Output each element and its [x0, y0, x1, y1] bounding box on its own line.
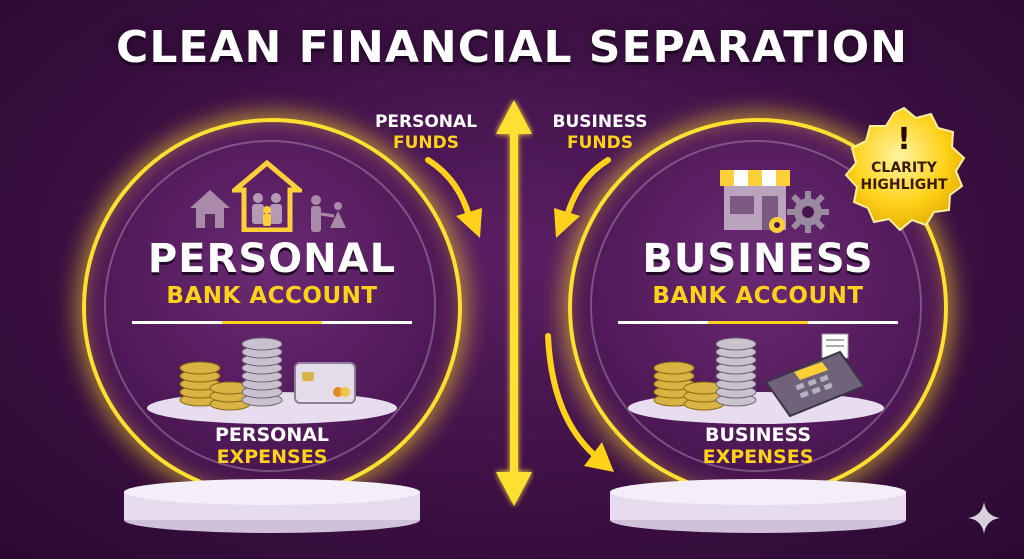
- business-account-title: BUSINESS: [642, 236, 874, 282]
- credit-card-icon: [294, 362, 356, 404]
- personal-funds-label: PERSONAL FUNDS: [374, 112, 478, 153]
- sparkle-icon: [968, 502, 1000, 534]
- family-icon: [311, 195, 346, 232]
- family-home-icon: [232, 160, 302, 232]
- coin-stack-icon: [653, 337, 757, 411]
- page-title: CLEAN FINANCIAL SEPARATION: [116, 22, 908, 73]
- seal-icon: [844, 106, 966, 232]
- clarity-highlight-badge: ! CLARITY HIGHLIGHT: [834, 104, 974, 244]
- payment-terminal-icon: [764, 333, 866, 418]
- double-arrow-icon: [496, 100, 532, 506]
- exclamation-icon: !: [897, 122, 911, 157]
- curved-arrow-icon: [554, 157, 611, 238]
- pedestal: [124, 479, 420, 533]
- personal-account-panel: PERSONAL BANK ACCOUNT PERSONAL EXPENSES: [82, 118, 462, 498]
- personal-inner-ring: [104, 140, 436, 472]
- curved-arrow-icon: [425, 157, 482, 238]
- personal-expenses-label: PERSONAL EXPENSES: [214, 424, 330, 468]
- curved-arrow-icon: [545, 333, 614, 472]
- business-inner-ring: [590, 140, 922, 472]
- gear-icon: [787, 191, 829, 233]
- house-icon: [190, 190, 230, 228]
- coin-stack-icon: [179, 337, 283, 411]
- business-funds-label: BUSINESS FUNDS: [552, 112, 648, 153]
- business-expenses-label: BUSINESS EXPENSES: [702, 424, 814, 468]
- business-account-subtitle: BANK ACCOUNT: [652, 283, 864, 309]
- pedestal: [610, 479, 906, 533]
- divider: [618, 321, 898, 324]
- gear-icon: [769, 217, 785, 233]
- personal-account-title: PERSONAL: [147, 236, 397, 282]
- personal-account-subtitle: BANK ACCOUNT: [166, 283, 378, 309]
- badge-text: CLARITY HIGHLIGHT: [860, 160, 948, 193]
- divider: [132, 321, 412, 324]
